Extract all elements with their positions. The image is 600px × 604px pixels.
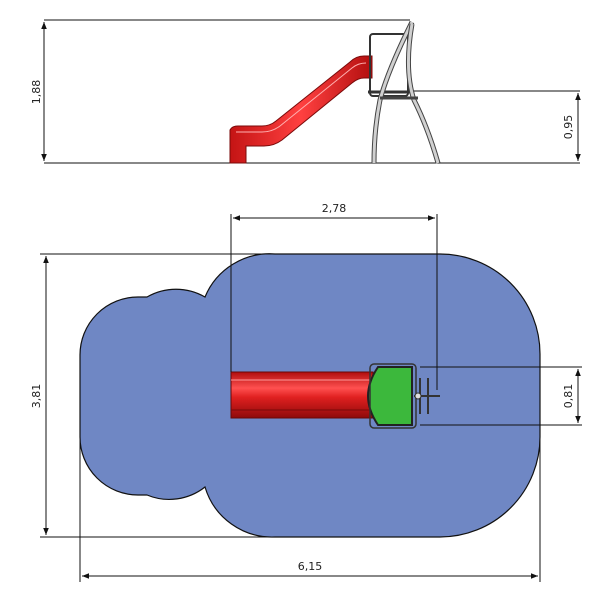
- rear-support-leg-inner: [406, 23, 440, 164]
- plan-view: 2,78 3,81 0,81 6,15: [30, 202, 582, 582]
- slide-chute-top: [230, 371, 374, 419]
- front-support-leg-inner: [372, 21, 414, 164]
- side-view: 1,88 0,95: [30, 19, 581, 164]
- slide-length-label: 2,78: [322, 202, 347, 215]
- length-label: 6,15: [298, 560, 323, 573]
- grab-handle: [414, 392, 422, 400]
- slide-rail-side: [236, 62, 367, 133]
- platform-height-label: 0,95: [562, 115, 575, 140]
- total-height-label: 1,88: [30, 80, 43, 105]
- platform-top: [366, 366, 413, 426]
- width-label: 3,81: [30, 384, 43, 409]
- platform-width-label: 0,81: [562, 384, 575, 409]
